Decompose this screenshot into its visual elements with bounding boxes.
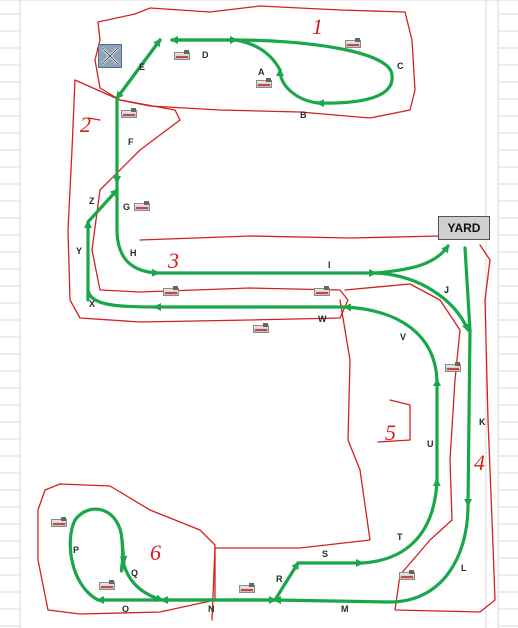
railroad-crossing-icon[interactable] [98, 44, 122, 68]
segment-label: I [328, 260, 331, 270]
segment-label: J [444, 285, 449, 295]
segment-label: P [73, 545, 79, 555]
yard-label[interactable]: YARD [438, 216, 490, 240]
track-v [345, 307, 437, 380]
camera-icon[interactable] [121, 108, 137, 118]
track-z [88, 190, 117, 222]
track-h [117, 232, 158, 273]
segment-label: O [122, 604, 129, 614]
zone-number: 6 [150, 540, 161, 565]
camera-icon[interactable] [445, 362, 461, 372]
track-q-arrow [122, 540, 124, 562]
track-k [468, 330, 470, 505]
segment-label: F [128, 137, 134, 147]
segment-label: A [258, 67, 265, 77]
zone-number: 4 [474, 450, 485, 475]
segment-label: H [130, 248, 137, 258]
segment-label: T [397, 532, 403, 542]
camera-icon[interactable] [314, 286, 330, 296]
segment-label: C [397, 61, 404, 71]
track-t [362, 480, 437, 563]
segment-label: X [89, 299, 95, 309]
track-to-yard [375, 246, 448, 273]
segment-label: W [318, 314, 327, 324]
segment-label: K [479, 417, 486, 427]
camera-icon[interactable] [399, 570, 415, 580]
zone-number: 1 [312, 14, 323, 39]
track-yard-k [465, 248, 470, 330]
segment-label: R [276, 574, 283, 584]
segment-label: G [123, 202, 130, 212]
camera-icon[interactable] [256, 78, 272, 88]
zone-4-outline [345, 245, 495, 612]
segment-label: E [139, 62, 145, 72]
segment-label: V [400, 332, 406, 342]
camera-icon[interactable] [174, 50, 190, 60]
camera-icon[interactable] [51, 517, 67, 527]
zone-number: 2 [80, 112, 91, 137]
camera-icon[interactable] [134, 201, 150, 211]
segment-label: S [322, 549, 328, 559]
segment-label: U [427, 439, 434, 449]
zone-number: 5 [385, 420, 396, 445]
zone-3-top [140, 236, 440, 240]
segment-label: Z [89, 196, 95, 206]
segment-label: Y [76, 246, 82, 256]
track-b [280, 70, 318, 103]
crossbuck-icon [99, 45, 121, 67]
zone-6-outline [38, 484, 215, 614]
segment-label: L [461, 563, 467, 573]
track-a [236, 40, 280, 70]
track-m [275, 600, 390, 602]
camera-icon[interactable] [99, 580, 115, 590]
camera-icon[interactable] [253, 323, 269, 333]
segment-label: B [300, 110, 307, 120]
camera-icon[interactable] [345, 38, 361, 48]
track-x [88, 290, 155, 307]
segment-label: N [208, 604, 215, 614]
track-q [124, 565, 162, 600]
zone-number: 3 [167, 248, 179, 273]
segment-label: Q [131, 568, 138, 578]
segment-label: D [202, 50, 209, 60]
zone-numbers: 1 2 3 4 5 6 [80, 14, 485, 565]
camera-icon[interactable] [239, 583, 255, 593]
segment-label: M [341, 604, 349, 614]
camera-icon[interactable] [163, 286, 179, 296]
